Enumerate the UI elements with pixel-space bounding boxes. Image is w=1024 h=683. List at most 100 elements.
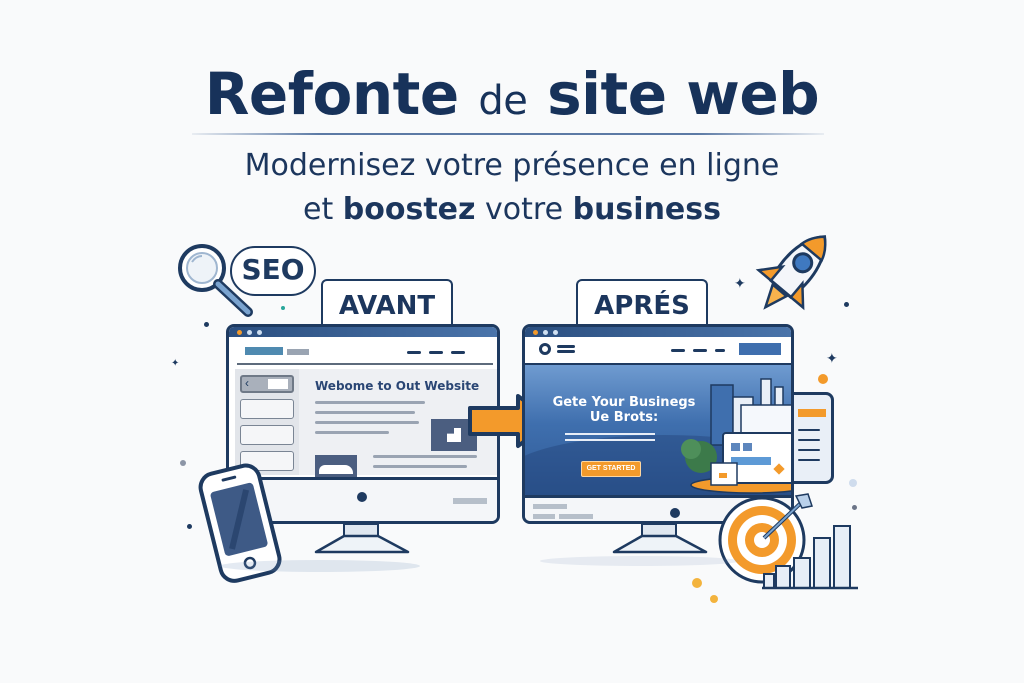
before-label-text: AVANT <box>338 291 436 321</box>
hero-heading-line-2: Ue Brots: <box>589 410 659 425</box>
window-dot <box>553 330 558 335</box>
tablet-line <box>798 429 820 431</box>
seo-badge: SEO <box>172 240 322 320</box>
after-label-text: APRÉS <box>594 291 690 321</box>
magnifier-icon <box>178 244 253 317</box>
before-sidebar-card <box>240 399 294 419</box>
before-menu-line <box>451 351 465 354</box>
before-screen: ‹ Webome to Out Website <box>229 337 497 477</box>
power-button-icon <box>357 492 367 502</box>
title-site-web: site web <box>547 60 820 128</box>
after-footer-bar <box>533 504 567 509</box>
window-dot <box>237 330 242 335</box>
after-nav-button[interactable] <box>739 343 781 355</box>
smartphone-shape <box>198 463 282 583</box>
smartphone-icon <box>196 462 286 584</box>
page-title: Refonte de site web <box>0 62 1024 133</box>
decor-dot <box>710 595 718 603</box>
hero-heading-line-1: Gete Your Businegs <box>552 395 696 410</box>
subtitle-boostez: boostez <box>342 192 476 227</box>
decor-dot <box>852 505 857 510</box>
after-hero-heading: Gete Your Businegs Ue Brots: <box>539 395 709 425</box>
before-sidebar: ‹ <box>235 369 299 475</box>
before-menu-line <box>407 351 421 354</box>
tablet-line <box>798 459 820 461</box>
rocket-shape <box>755 235 827 311</box>
tablet-icon <box>794 392 834 484</box>
before-text-line <box>315 411 415 414</box>
title-de: de <box>478 78 528 124</box>
hero-text-line <box>565 433 655 435</box>
subtitle-line-1: Modernisez votre présence en ligne <box>244 148 780 183</box>
before-photo-thumbnail <box>315 455 357 477</box>
seo-speech-bubble: SEO <box>230 246 316 296</box>
decor-dot <box>692 578 702 588</box>
hamburger-line <box>557 350 575 353</box>
before-sidebar-card <box>240 425 294 445</box>
before-nav-bar <box>287 349 309 355</box>
after-menu-line <box>715 349 725 352</box>
stand-shape <box>612 523 708 554</box>
after-logo-icon <box>539 343 551 355</box>
seo-label: SEO <box>241 253 305 286</box>
before-content: ‹ Webome to Out Website <box>235 369 497 477</box>
before-menu-line <box>429 351 443 354</box>
hamburger-line <box>557 345 575 348</box>
before-back-button-fill <box>268 379 288 389</box>
decor-dot <box>849 479 857 487</box>
rocket-icon <box>740 222 850 322</box>
before-back-button[interactable]: ‹ <box>240 375 294 393</box>
before-text-line <box>373 465 467 468</box>
tablet-line <box>798 449 820 451</box>
floor-shadow <box>220 560 420 572</box>
subtitle-votre: votre <box>485 192 564 227</box>
image-glyph <box>447 428 461 442</box>
after-footer-bar <box>533 514 555 519</box>
window-dot <box>543 330 548 335</box>
window-dot <box>257 330 262 335</box>
before-site-heading: Webome to Out Website <box>315 379 480 393</box>
sparkle-icon: ✦ <box>826 350 838 366</box>
sparkle-icon: ✦ <box>734 275 746 291</box>
hero-text-line <box>565 439 655 441</box>
after-menu-line <box>693 349 707 352</box>
before-header-divider <box>237 363 493 365</box>
target-icon <box>716 492 816 592</box>
subtitle-et: et <box>303 192 334 227</box>
window-dot <box>533 330 538 335</box>
tablet-line <box>798 439 820 441</box>
decor-dot <box>281 306 285 310</box>
after-navbar <box>525 337 791 365</box>
power-button-icon <box>670 508 680 518</box>
title-refonte: Refonte <box>204 60 459 128</box>
sparkle-icon: ✦ <box>171 358 180 369</box>
before-logo-bar <box>245 347 283 355</box>
decor-dot <box>187 524 192 529</box>
before-text-line <box>373 455 477 458</box>
decor-dot <box>180 460 186 466</box>
target-shape <box>718 493 813 584</box>
before-text-line <box>315 421 419 424</box>
before-label: AVANT <box>321 279 453 325</box>
window-dot <box>247 330 252 335</box>
before-text-line <box>315 431 389 434</box>
before-text-line <box>315 401 425 404</box>
stand-shape <box>314 523 410 554</box>
bar-chart-shape <box>762 525 858 590</box>
bar-chart-icon <box>762 524 858 590</box>
cloud-glyph <box>319 465 353 474</box>
after-hero: Gete Your Businegs Ue Brots: GET STARTED <box>525 365 791 495</box>
after-monitor-stand <box>594 523 724 556</box>
after-menu-line <box>671 349 685 352</box>
tablet-highlight <box>798 409 826 417</box>
get-started-button[interactable]: GET STARTED <box>581 461 641 477</box>
before-monitor-chin <box>229 477 497 521</box>
city-devices-illustration <box>681 378 791 494</box>
title-divider <box>192 133 824 135</box>
after-footer-bar <box>559 514 593 519</box>
before-chin-bar <box>453 498 487 504</box>
before-window-titlebar <box>229 327 497 337</box>
floor-shadow <box>540 556 740 566</box>
subtitle-business: business <box>572 192 721 227</box>
chevron-left-icon: ‹ <box>245 376 249 390</box>
